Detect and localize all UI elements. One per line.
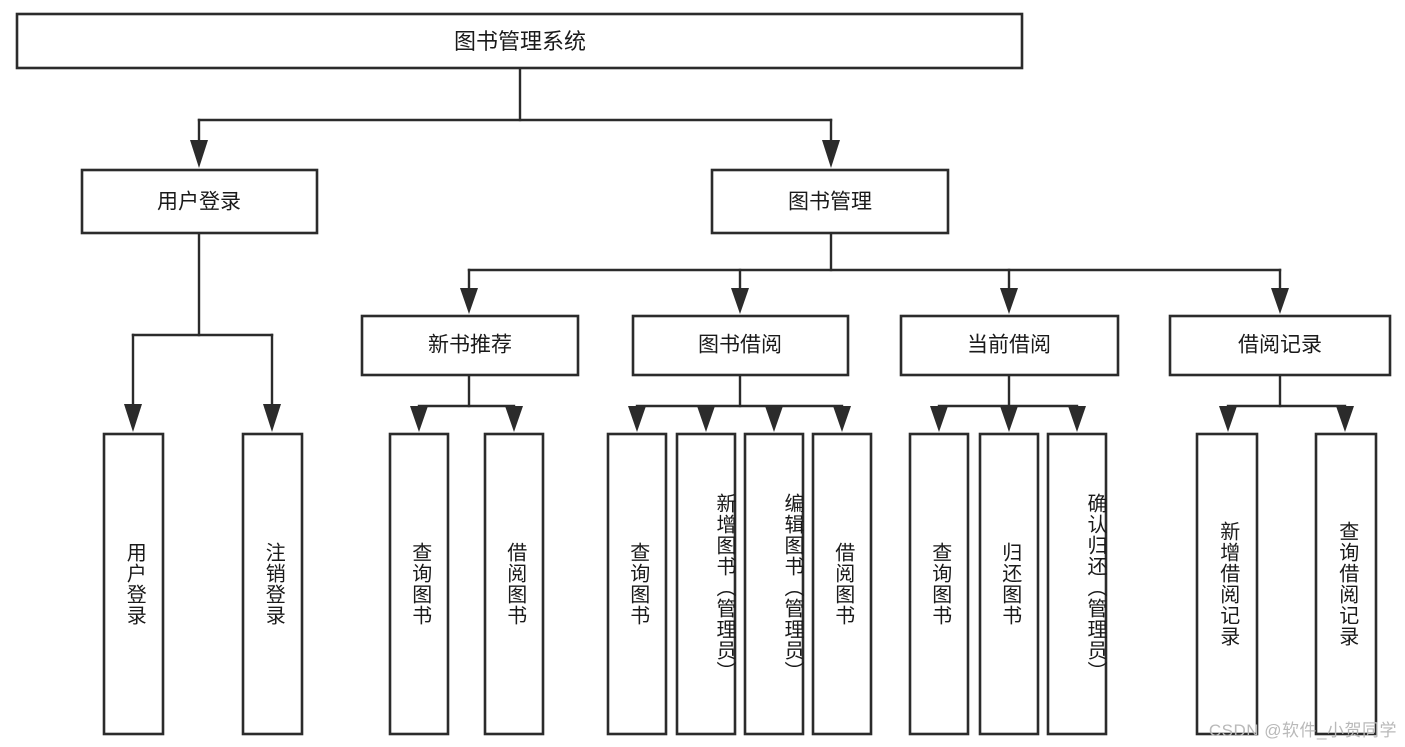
leaf-book-borrow-2[interactable]	[675, 432, 737, 736]
leaf-book-borrow-4[interactable]	[811, 432, 873, 736]
arrow-newbook-leaf2	[505, 406, 523, 432]
arrow-borrow-leaf3	[765, 406, 783, 432]
leaf-current-borrow-1[interactable]	[908, 432, 970, 736]
arrow-current-leaf3	[1068, 406, 1086, 432]
label-user-login: 用户登录	[157, 191, 241, 214]
arrow-root-to-userlogin	[190, 140, 208, 168]
node-book-management[interactable]	[710, 168, 950, 235]
leaf-user-login-2[interactable]	[241, 432, 304, 736]
arrow-current-leaf2	[1000, 406, 1018, 432]
arrow-borrow-leaf1	[628, 406, 646, 432]
arrow-newbook-leaf1	[410, 406, 428, 432]
label-current-borrow: 当前借阅	[967, 334, 1051, 357]
arrow-userlogin-leaf2	[263, 404, 281, 432]
arrow-bookmgmt-record	[1271, 288, 1289, 314]
watermark-text: CSDN @软件_小贺同学	[1208, 721, 1397, 740]
leaf-new-book-1[interactable]	[388, 432, 450, 736]
arrow-current-leaf1	[930, 406, 948, 432]
leaf-borrow-record-1[interactable]	[1195, 432, 1259, 736]
label-book-borrow: 图书借阅	[698, 334, 782, 357]
arrow-bookmgmt-current	[1000, 288, 1018, 314]
leaf-current-borrow-2[interactable]	[978, 432, 1040, 736]
arrow-record-leaf2	[1336, 406, 1354, 432]
node-root[interactable]	[15, 12, 1024, 70]
arrow-bookmgmt-newbook	[460, 288, 478, 314]
node-user-login[interactable]	[80, 168, 319, 235]
leaf-book-borrow-1[interactable]	[606, 432, 668, 736]
leaf-user-login-1[interactable]	[102, 432, 165, 736]
label-new-book-recommend: 新书推荐	[428, 334, 512, 357]
node-label-group: 图书管理系统 用户登录 图书管理 新书推荐 图书借阅 当前借阅 借阅记录	[157, 29, 1322, 357]
leaf-current-borrow-3[interactable]	[1046, 432, 1108, 736]
leaf-new-book-2[interactable]	[483, 432, 545, 736]
arrow-userlogin-leaf1	[124, 404, 142, 432]
arrow-borrow-leaf2	[697, 406, 715, 432]
leaf-borrow-record-2[interactable]	[1314, 432, 1378, 736]
connector-group	[124, 66, 1354, 432]
node-box-group	[15, 12, 1392, 736]
node-new-book-recommend[interactable]	[360, 314, 580, 377]
leaf-book-borrow-3[interactable]	[743, 432, 805, 736]
label-root: 图书管理系统	[454, 29, 586, 54]
arrow-record-leaf1	[1219, 406, 1237, 432]
node-current-borrow[interactable]	[899, 314, 1120, 377]
label-borrow-record: 借阅记录	[1238, 334, 1322, 357]
arrow-root-to-bookmgmt	[822, 140, 840, 168]
arrow-borrow-leaf4	[833, 406, 851, 432]
node-book-borrow[interactable]	[631, 314, 850, 377]
arrow-bookmgmt-borrow	[731, 288, 749, 314]
label-book-management: 图书管理	[788, 191, 872, 214]
node-borrow-record[interactable]	[1168, 314, 1392, 377]
